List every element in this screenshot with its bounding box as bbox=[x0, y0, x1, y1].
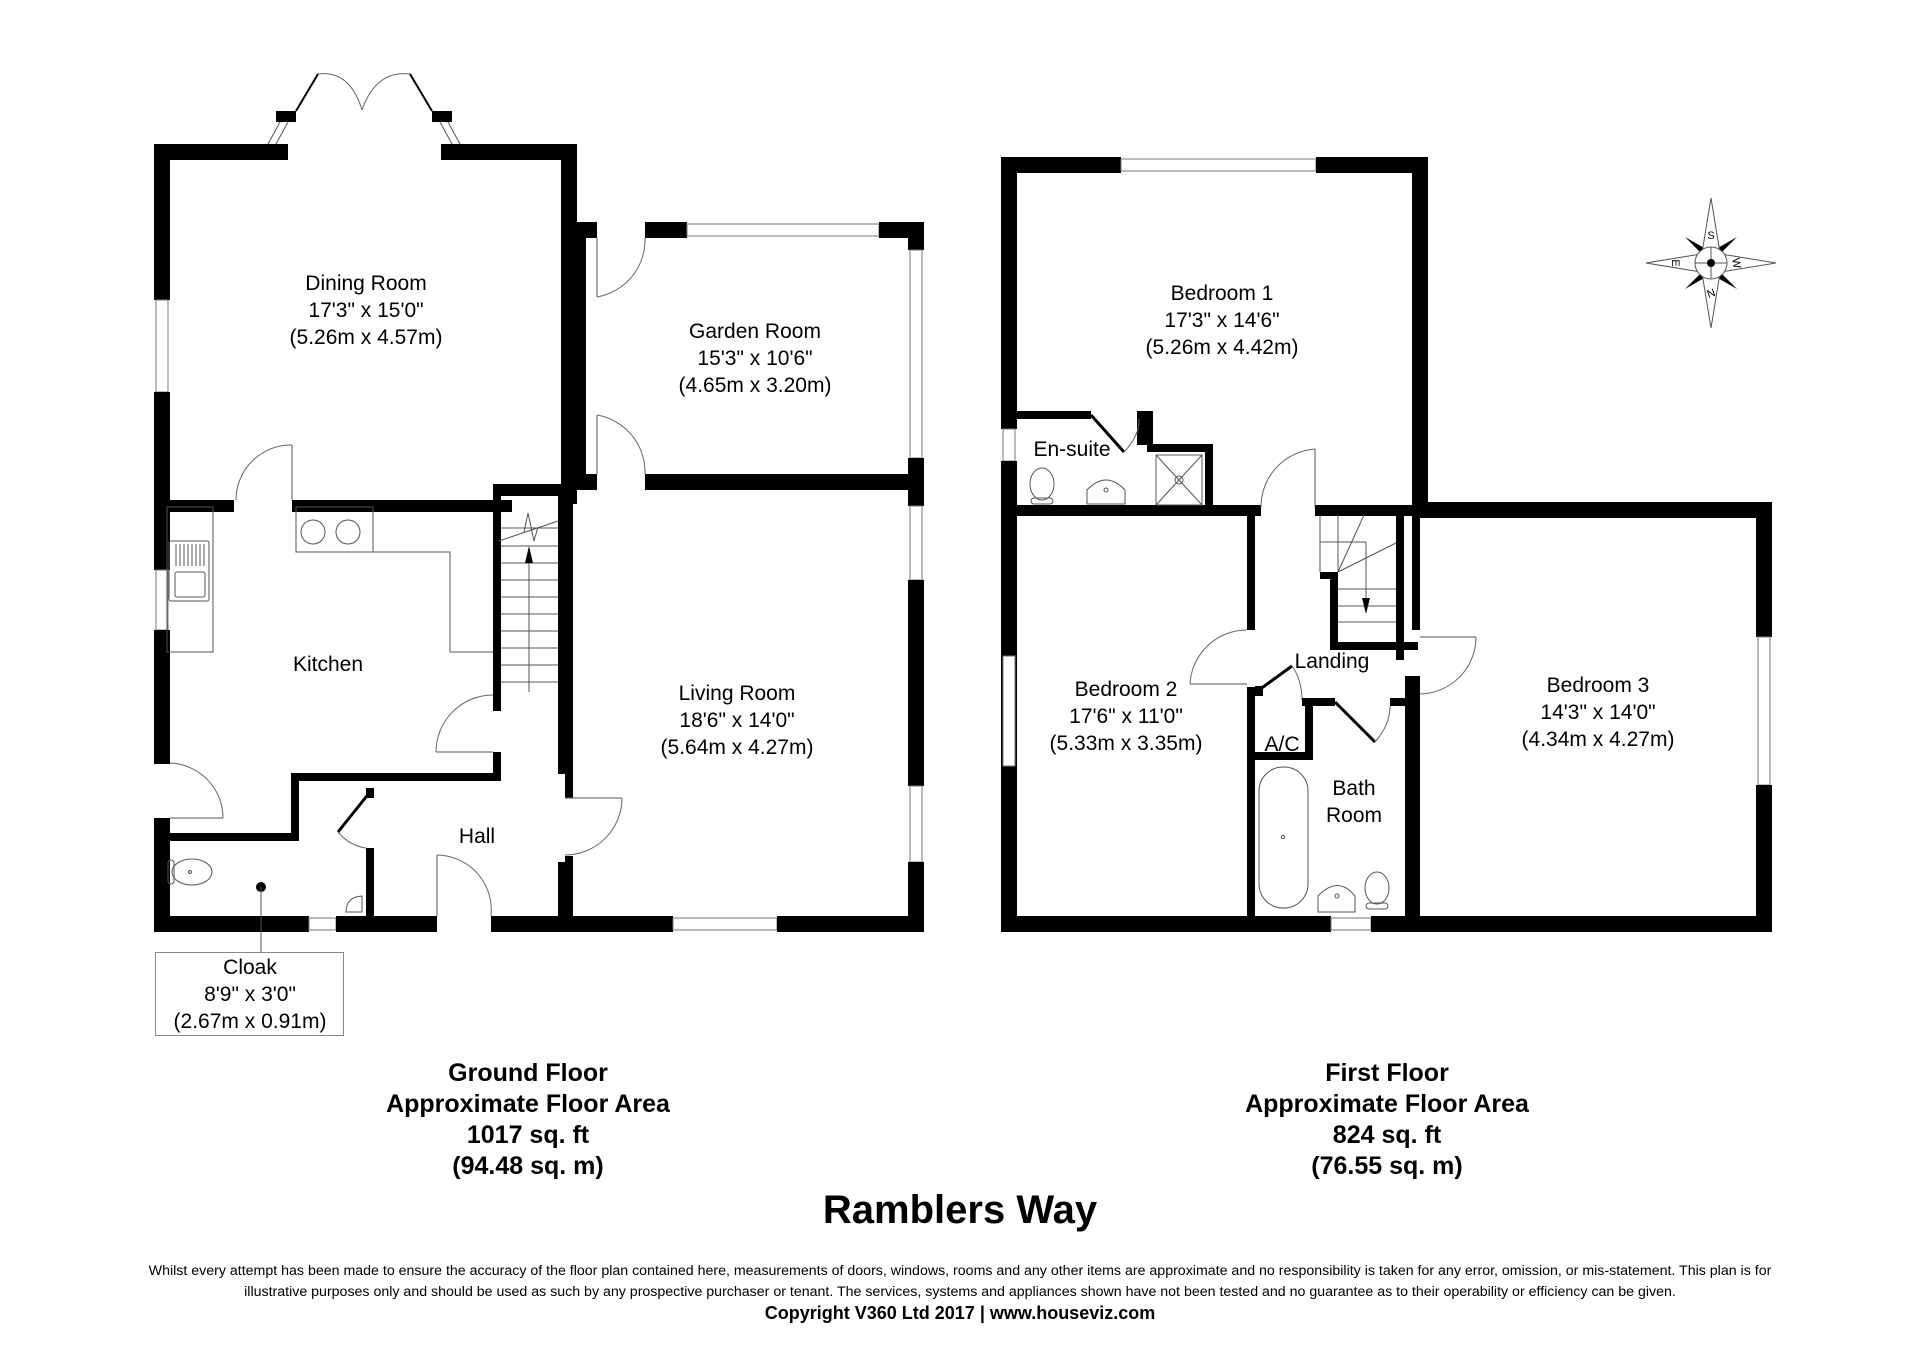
property-title: Ramblers Way bbox=[822, 1188, 1098, 1232]
kitchen-walls bbox=[154, 500, 501, 932]
first-floor-caption: First Floor Approximate Floor Area 824 s… bbox=[1245, 1058, 1529, 1182]
room-label-en-suite: En-suite bbox=[1033, 436, 1110, 463]
room-label-kitchen: Kitchen bbox=[293, 651, 363, 678]
door-icon bbox=[235, 444, 293, 501]
sink-icon bbox=[168, 540, 210, 602]
toilet-icon bbox=[1029, 467, 1055, 505]
room-name: Living Room bbox=[678, 682, 796, 705]
compass-label-s: S bbox=[1707, 230, 1714, 242]
floor-area-sqm: (76.55 sq. m) bbox=[1311, 1152, 1463, 1180]
room-name: En-suite bbox=[1033, 438, 1111, 461]
room-dimensions-metric: (2.67m x 0.91m) bbox=[173, 1010, 327, 1033]
door-icon bbox=[1260, 448, 1316, 508]
door-icon bbox=[1189, 629, 1248, 685]
basin-icon bbox=[1317, 885, 1356, 913]
room-name: Bedroom 2 bbox=[1074, 678, 1178, 701]
room-name: Garden Room bbox=[689, 320, 821, 343]
cloak-label-box bbox=[155, 952, 344, 1036]
room-dimensions-imperial: 18'6" x 14'0" bbox=[679, 709, 795, 732]
room-dimensions-imperial: 8'9" x 3'0" bbox=[204, 983, 296, 1006]
toilet-icon bbox=[167, 858, 213, 886]
room-label-bedroom-1: Bedroom 1 17'3" x 14'6" (5.26m x 4.42m) bbox=[1146, 280, 1299, 361]
room-label-bath-room: Bath Room bbox=[1324, 775, 1384, 829]
bedroom-2-walls bbox=[1001, 510, 1772, 932]
disclaimer: Whilst every attempt has been made to en… bbox=[0, 1261, 1920, 1303]
compass-rose-icon: S N E W bbox=[1645, 197, 1777, 329]
staircase-icon bbox=[493, 484, 566, 774]
room-dimensions-imperial: 17'3" x 14'6" bbox=[1164, 309, 1280, 332]
room-label-landing: Landing bbox=[1295, 648, 1370, 675]
door-icon bbox=[169, 694, 494, 819]
disclaimer-line-2: illustrative purposes only and should be… bbox=[244, 1284, 1676, 1300]
cloak-walls bbox=[154, 788, 573, 952]
room-label-cloak: Cloak 8'9" x 3'0" (2.67m x 0.91m) bbox=[174, 954, 327, 1035]
room-name: Cloak bbox=[223, 956, 277, 979]
compass-label-n: N bbox=[1706, 287, 1718, 301]
floor-name: First Floor bbox=[1325, 1059, 1449, 1087]
floor-area-sqft: 1017 sq. ft bbox=[466, 1121, 590, 1149]
room-dimensions-metric: (5.26m x 4.42m) bbox=[1145, 336, 1299, 359]
room-name: Bedroom 1 bbox=[1170, 282, 1274, 305]
first-floor-plan bbox=[1001, 157, 1772, 932]
compass-label-e: E bbox=[1669, 259, 1681, 266]
room-label-garden-room: Garden Room 15'3" x 10'6" (4.65m x 3.20m… bbox=[679, 318, 832, 399]
ground-floor-caption: Ground Floor Approximate Floor Area 1017… bbox=[386, 1058, 670, 1182]
basin-icon bbox=[1086, 479, 1126, 505]
bedroom-1-walls bbox=[1001, 157, 1428, 932]
room-dimensions-imperial: 17'6" x 11'0" bbox=[1069, 705, 1183, 728]
garden-room-walls bbox=[572, 222, 924, 506]
room-dimensions-metric: (5.26m x 4.57m) bbox=[289, 326, 443, 349]
staircase-icon bbox=[1318, 505, 1418, 660]
floor-area-label: Approximate Floor Area bbox=[386, 1090, 670, 1118]
floor-area-label: Approximate Floor Area bbox=[1245, 1090, 1529, 1118]
room-dimensions-metric: (4.65m x 3.20m) bbox=[678, 374, 832, 397]
room-name: Landing bbox=[1294, 650, 1370, 673]
bath-icon bbox=[1258, 766, 1309, 909]
room-dimensions-imperial: 14'3" x 14'0" bbox=[1540, 701, 1656, 724]
room-label-dining-room: Dining Room 17'3" x 15'0" (5.26m x 4.57m… bbox=[290, 270, 443, 351]
french-doors-icon bbox=[267, 73, 461, 145]
en-suite-walls bbox=[1001, 411, 1213, 509]
room-name: A/C bbox=[1264, 733, 1300, 756]
floor-name: Ground Floor bbox=[448, 1059, 608, 1087]
stairs-up-arrow-icon bbox=[525, 546, 533, 563]
door-icon bbox=[564, 797, 623, 856]
room-label-hall: Hall bbox=[459, 823, 495, 850]
stairs-down-arrow-icon bbox=[1362, 598, 1370, 614]
disclaimer-line-1: Whilst every attempt has been made to en… bbox=[148, 1263, 1772, 1279]
room-name: Hall bbox=[458, 825, 496, 848]
room-name: Bedroom 3 bbox=[1546, 674, 1650, 697]
room-label-bedroom-2: Bedroom 2 17'6" x 11'0" (5.33m x 3.35m) bbox=[1050, 676, 1203, 757]
room-dimensions-metric: (5.33m x 3.35m) bbox=[1049, 732, 1203, 755]
shower-tray-icon bbox=[1155, 454, 1203, 506]
copyright-notice: Copyright V360 Ltd 2017 | www.houseviz.c… bbox=[764, 1303, 1156, 1323]
compass-label-w: W bbox=[1729, 257, 1743, 270]
room-name: Dining Room bbox=[305, 272, 427, 295]
room-name: Bath Room bbox=[1325, 777, 1383, 827]
room-label-airing-cupboard: A/C bbox=[1264, 731, 1299, 758]
toilet-icon bbox=[1364, 871, 1390, 910]
room-dimensions-metric: (4.34m x 4.27m) bbox=[1521, 728, 1675, 751]
landing-walls bbox=[1255, 502, 1772, 932]
floor-area-sqm: (94.48 sq. m) bbox=[452, 1152, 604, 1180]
corner-basin-icon bbox=[345, 895, 363, 913]
floor-area-sqft: 824 sq. ft bbox=[1332, 1121, 1442, 1149]
room-dimensions-metric: (5.64m x 4.27m) bbox=[660, 736, 814, 759]
room-label-bedroom-3: Bedroom 3 14'3" x 14'0" (4.34m x 4.27m) bbox=[1522, 672, 1675, 753]
ground-floor-plan bbox=[154, 73, 924, 952]
room-dimensions-imperial: 15'3" x 10'6" bbox=[697, 347, 813, 370]
room-label-living-room: Living Room 18'6" x 14'0" (5.64m x 4.27m… bbox=[661, 680, 814, 761]
room-dimensions-imperial: 17'3" x 15'0" bbox=[308, 299, 424, 322]
living-room-walls bbox=[565, 490, 924, 932]
room-name: Kitchen bbox=[292, 653, 364, 676]
door-icon bbox=[596, 237, 646, 475]
